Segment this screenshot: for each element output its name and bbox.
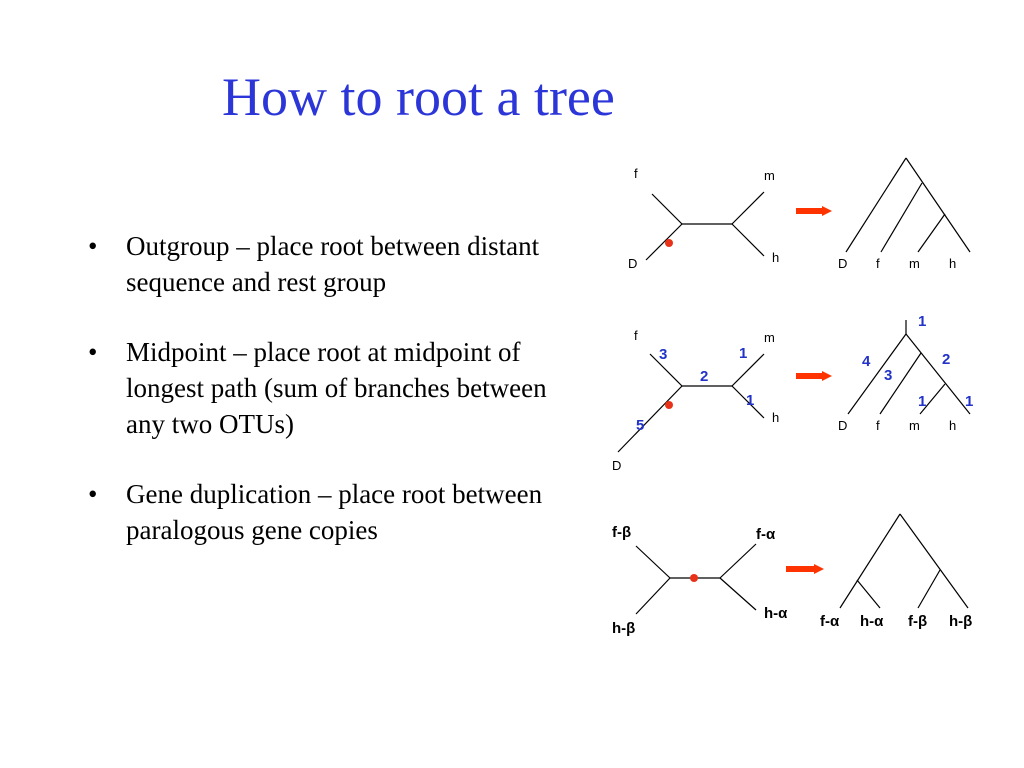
gene-label-prefix: h-	[860, 613, 874, 630]
root-point	[665, 401, 673, 409]
bullet-midpoint: • Midpoint – place root at midpoint of lo…	[88, 334, 588, 442]
outgroup-rooted-tree: D f m h	[838, 157, 971, 271]
beta-symbol: β	[963, 613, 972, 630]
branch-length: 4	[862, 353, 871, 370]
branch-length: 5	[636, 417, 644, 434]
gene-label: h-α	[860, 613, 884, 630]
leaf-label: h	[949, 256, 956, 271]
gene-label-prefix: h-	[949, 613, 963, 630]
branch	[635, 545, 671, 579]
leaf-label: h	[949, 418, 956, 433]
branch-length: 1	[746, 392, 754, 409]
branch	[919, 383, 946, 415]
leaf-label: m	[764, 330, 775, 345]
slide-title: How to root a tree	[222, 67, 615, 127]
branch-length: 2	[942, 351, 950, 368]
leaf-label: D	[838, 256, 847, 271]
branch	[651, 193, 683, 225]
beta-symbol: β	[626, 620, 635, 637]
branch-length: 1	[918, 313, 926, 330]
leaf-label: f	[876, 256, 880, 271]
bullet-outgroup: • Outgroup – place root between distant s…	[88, 228, 588, 300]
branch	[645, 223, 683, 261]
bullet-list: • Outgroup – place root between distant s…	[88, 228, 588, 582]
leaf-label: h	[772, 410, 779, 425]
leaf-label: D	[612, 458, 621, 473]
branch-length: 2	[700, 368, 708, 385]
branch	[635, 577, 671, 615]
gene-label-prefix: f-	[612, 524, 622, 541]
midpoint-unrooted-tree: f m D h 3 1 2 1 5	[612, 328, 779, 473]
branch	[845, 157, 907, 253]
alpha-symbol: α	[830, 613, 840, 630]
branch	[731, 191, 765, 225]
beta-symbol: β	[622, 524, 631, 541]
leaf-label: f	[876, 418, 880, 433]
branch	[649, 353, 683, 387]
branch-length: 3	[659, 346, 667, 363]
gene-label: f-α	[756, 526, 776, 543]
branch	[880, 182, 923, 253]
leaf-label: h	[772, 250, 779, 265]
gene-label-prefix: f-	[820, 613, 830, 630]
bullet-marker: •	[88, 231, 98, 261]
branch	[879, 352, 922, 415]
midpoint-rooted-tree: 1 4 2 3 1 1 D f m h	[838, 313, 973, 433]
branch	[899, 513, 969, 609]
branch	[719, 543, 757, 579]
alpha-symbol: α	[766, 526, 776, 543]
branch-length: 1	[965, 393, 973, 410]
bullet-gene-duplication: • Gene duplication – place root between p…	[88, 476, 588, 548]
branch	[839, 513, 901, 609]
bullet-text: Gene duplication – place root between pa…	[126, 479, 543, 545]
bullet-marker: •	[88, 337, 98, 367]
gene-label: f-β	[908, 613, 927, 630]
gene-label: h-α	[764, 605, 788, 622]
gene-label: f-α	[820, 613, 840, 630]
duplication-rooted-tree: f-α h-α f-β h-β	[820, 513, 972, 630]
branch-length: 1	[918, 393, 926, 410]
gene-label: h-β	[949, 613, 972, 630]
branch	[617, 385, 683, 453]
leaf-label: m	[909, 256, 920, 271]
duplication-unrooted-tree: f-β f-α h-β h-α	[612, 524, 788, 637]
gene-label: f-β	[612, 524, 631, 541]
bullet-text: Outgroup – place root between distant se…	[126, 231, 540, 297]
branch	[905, 157, 971, 253]
branch-length: 3	[884, 367, 892, 384]
branch	[731, 385, 765, 419]
leaf-label: m	[909, 418, 920, 433]
root-point	[690, 574, 698, 582]
bullet-marker: •	[88, 479, 98, 509]
branch	[856, 579, 881, 609]
gene-label-prefix: f-	[756, 526, 766, 543]
beta-symbol: β	[918, 613, 927, 630]
root-point	[665, 239, 673, 247]
gene-label-prefix: h-	[764, 605, 778, 622]
bullet-text: Midpoint – place root at midpoint of lon…	[126, 337, 547, 439]
alpha-symbol: α	[874, 613, 884, 630]
gene-label: h-β	[612, 620, 635, 637]
branch-length: 1	[739, 345, 747, 362]
branch	[719, 577, 757, 611]
leaf-label: D	[838, 418, 847, 433]
branch	[847, 333, 907, 415]
leaf-label: m	[764, 168, 775, 183]
gene-label-prefix: h-	[612, 620, 626, 637]
leaf-label: D	[628, 256, 637, 271]
gene-label-prefix: f-	[908, 613, 918, 630]
leaf-label: f	[634, 166, 638, 181]
alpha-symbol: α	[778, 605, 788, 622]
leaf-label: f	[634, 328, 638, 343]
branch	[731, 223, 765, 257]
outgroup-unrooted-tree: f m D h	[628, 166, 779, 271]
branch	[905, 333, 971, 415]
branch	[917, 213, 946, 253]
branch	[917, 569, 941, 609]
branch	[731, 353, 765, 387]
